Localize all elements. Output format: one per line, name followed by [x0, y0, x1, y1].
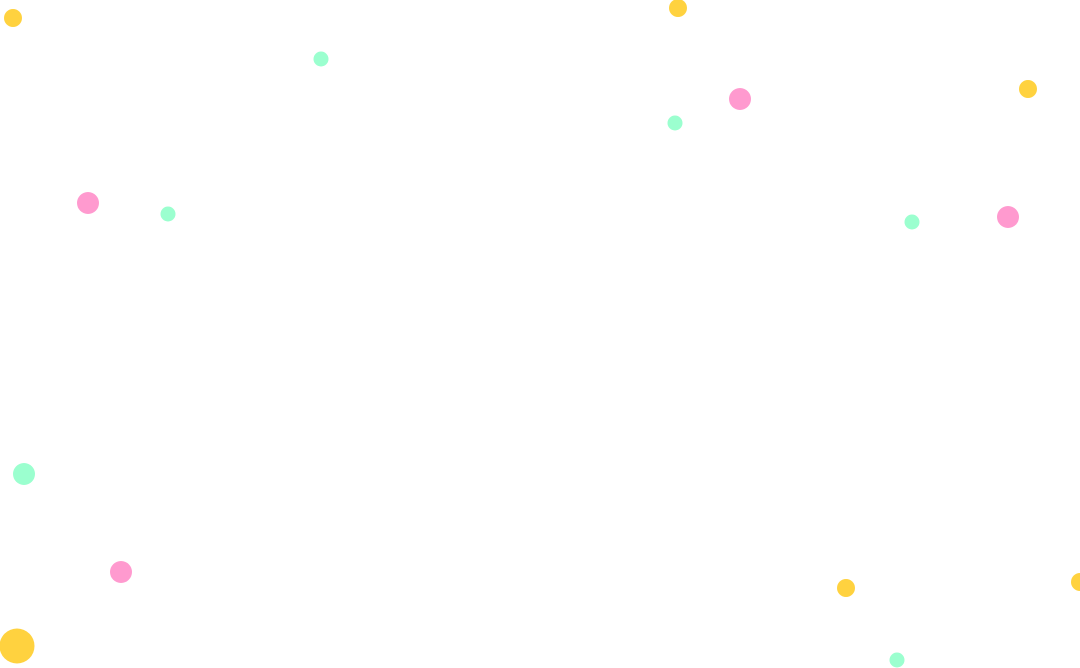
pink-dot: [110, 561, 132, 583]
yellow-dot: [837, 579, 855, 597]
mint-dot: [904, 214, 920, 230]
yellow-dot: [669, 0, 687, 17]
yellow-dot: [0, 628, 35, 664]
yellow-dot: [1071, 573, 1080, 591]
mint-dot: [667, 115, 683, 131]
yellow-dot: [1019, 80, 1037, 98]
pink-dot: [997, 206, 1019, 228]
pink-dot: [729, 88, 751, 110]
mint-dot: [13, 463, 35, 485]
mint-dot: [313, 51, 329, 67]
mint-dot: [889, 652, 905, 668]
mint-dot: [160, 206, 176, 222]
yellow-dot: [4, 9, 22, 27]
pink-dot: [77, 192, 99, 214]
